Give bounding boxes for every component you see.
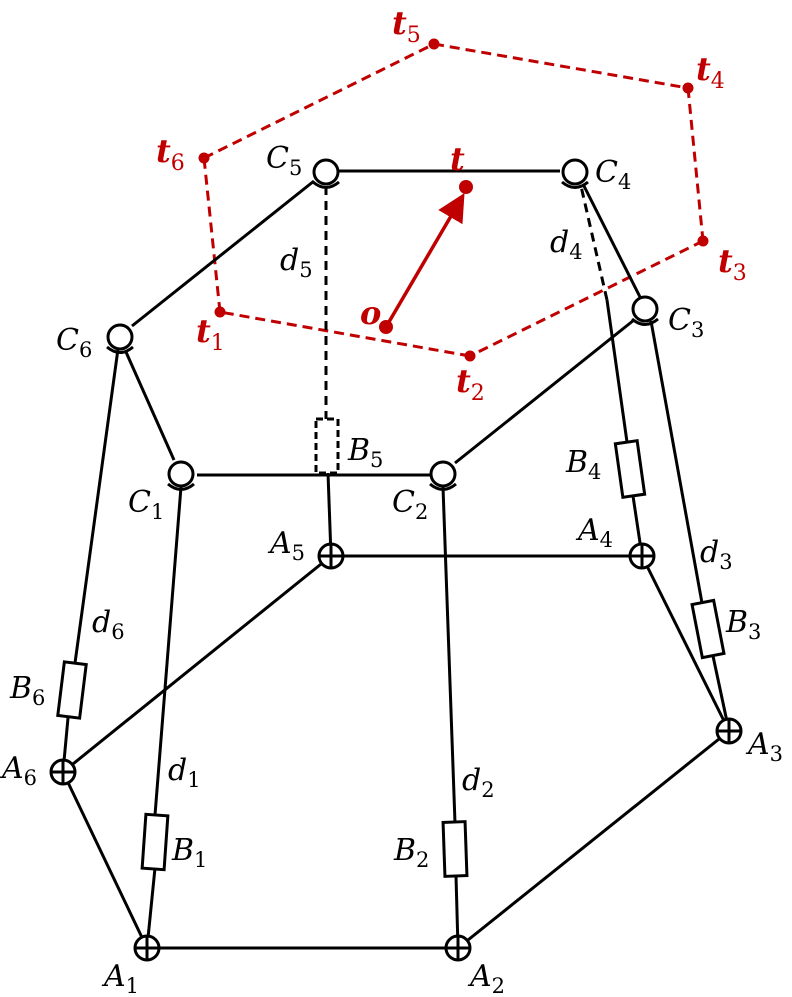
joint-a6 — [49, 758, 77, 786]
joint-c5 — [312, 158, 340, 189]
joint-c1 — [167, 460, 195, 491]
point-t1 — [214, 306, 226, 318]
label-b2: B2 — [393, 833, 429, 872]
actuators — [56, 417, 726, 878]
label-t4: t4 — [696, 50, 725, 94]
joint-c4 — [561, 158, 589, 189]
target-labels: t1 t2 t3 t4 t5 t6 t o — [156, 4, 747, 406]
label-t1: t1 — [196, 312, 225, 356]
label-c5: C5 — [266, 141, 302, 180]
leg-3-upper — [649, 320, 704, 604]
label-b5: B5 — [347, 433, 383, 472]
target-points — [198, 38, 709, 362]
label-t6: t6 — [156, 132, 185, 176]
label-a6: A6 — [0, 751, 37, 790]
target-hexagon — [202, 42, 705, 358]
label-a3: A3 — [745, 727, 783, 766]
label-d3: d3 — [700, 535, 733, 574]
label-t2: t2 — [456, 362, 485, 406]
actuator-b4 — [613, 439, 647, 499]
point-t2 — [464, 350, 476, 362]
target-edge-t2-t1 — [219, 310, 471, 358]
label-t3: t3 — [718, 242, 747, 286]
point-t5 — [428, 38, 440, 50]
label-o: o — [360, 294, 381, 332]
label-d6: d6 — [92, 605, 125, 644]
target-edge-t1-t6 — [202, 157, 222, 313]
leg-5-lower — [326, 472, 333, 557]
joint-a4 — [628, 542, 656, 570]
leg-4-upper-solid — [605, 299, 629, 443]
label-b4: B4 — [565, 445, 601, 484]
base-platform — [61, 554, 731, 950]
label-a5: A5 — [267, 526, 305, 565]
target-edge-t5-t4 — [433, 42, 689, 90]
joint-c2 — [429, 460, 457, 491]
target-edge-t6-t5 — [203, 42, 435, 160]
edge-a5-a6 — [62, 554, 332, 774]
point-t — [459, 180, 473, 194]
leg-1-upper — [153, 486, 183, 816]
edge-a3-a4 — [640, 555, 731, 732]
label-a1: A1 — [101, 959, 139, 997]
edge-c6-c5 — [131, 179, 315, 328]
actuator-b6 — [56, 660, 88, 720]
point-t4 — [682, 82, 694, 94]
edge-a2-a3 — [457, 729, 730, 950]
edge-c4-c3 — [582, 185, 642, 298]
leg-6-upper — [73, 348, 120, 664]
joint-a1 — [133, 934, 161, 962]
label-a4: A4 — [575, 513, 613, 552]
mechanism-labels: A1 A2 A3 A4 A5 A6 B1 B2 B3 B4 B5 B6 C1 C… — [0, 141, 783, 997]
label-c2: C2 — [392, 485, 428, 524]
joint-a5 — [317, 542, 345, 570]
label-t5: t5 — [392, 4, 421, 48]
label-b1: B1 — [171, 833, 207, 872]
base-joints — [49, 542, 743, 962]
leg-2-upper — [441, 486, 457, 824]
actuator-b3 — [690, 598, 726, 660]
edge-c1-c6 — [124, 351, 176, 461]
label-c1: C1 — [128, 485, 164, 524]
label-c6: C6 — [56, 323, 92, 362]
actuator-b2 — [441, 820, 469, 878]
joint-c6 — [106, 323, 134, 354]
label-t: t — [450, 140, 465, 178]
joint-a2 — [444, 934, 472, 962]
label-a2: A2 — [467, 959, 505, 997]
target-edge-t4-t3 — [686, 87, 705, 242]
joint-a3 — [715, 717, 743, 745]
actuator-b5 — [314, 417, 340, 475]
label-c3: C3 — [668, 303, 704, 342]
point-t3 — [697, 235, 709, 247]
label-b3: B3 — [725, 605, 761, 644]
edge-a6-a1 — [61, 771, 149, 949]
translation-arrow — [384, 192, 465, 328]
label-d1: d1 — [168, 753, 201, 792]
label-d5: d5 — [280, 243, 313, 282]
label-d2: d2 — [462, 763, 495, 802]
edge-c3-c2 — [454, 318, 635, 465]
top-platform — [124, 169, 642, 477]
label-c4: C4 — [595, 155, 631, 194]
point-t6 — [198, 152, 210, 164]
top-joints — [106, 158, 659, 491]
label-d4: d4 — [550, 225, 583, 264]
label-b6: B6 — [9, 671, 45, 710]
joint-c3 — [631, 295, 659, 326]
target-edge-t3-t2 — [469, 239, 704, 358]
leg-4-upper-dashed — [579, 185, 609, 301]
actuator-b1 — [140, 812, 170, 872]
